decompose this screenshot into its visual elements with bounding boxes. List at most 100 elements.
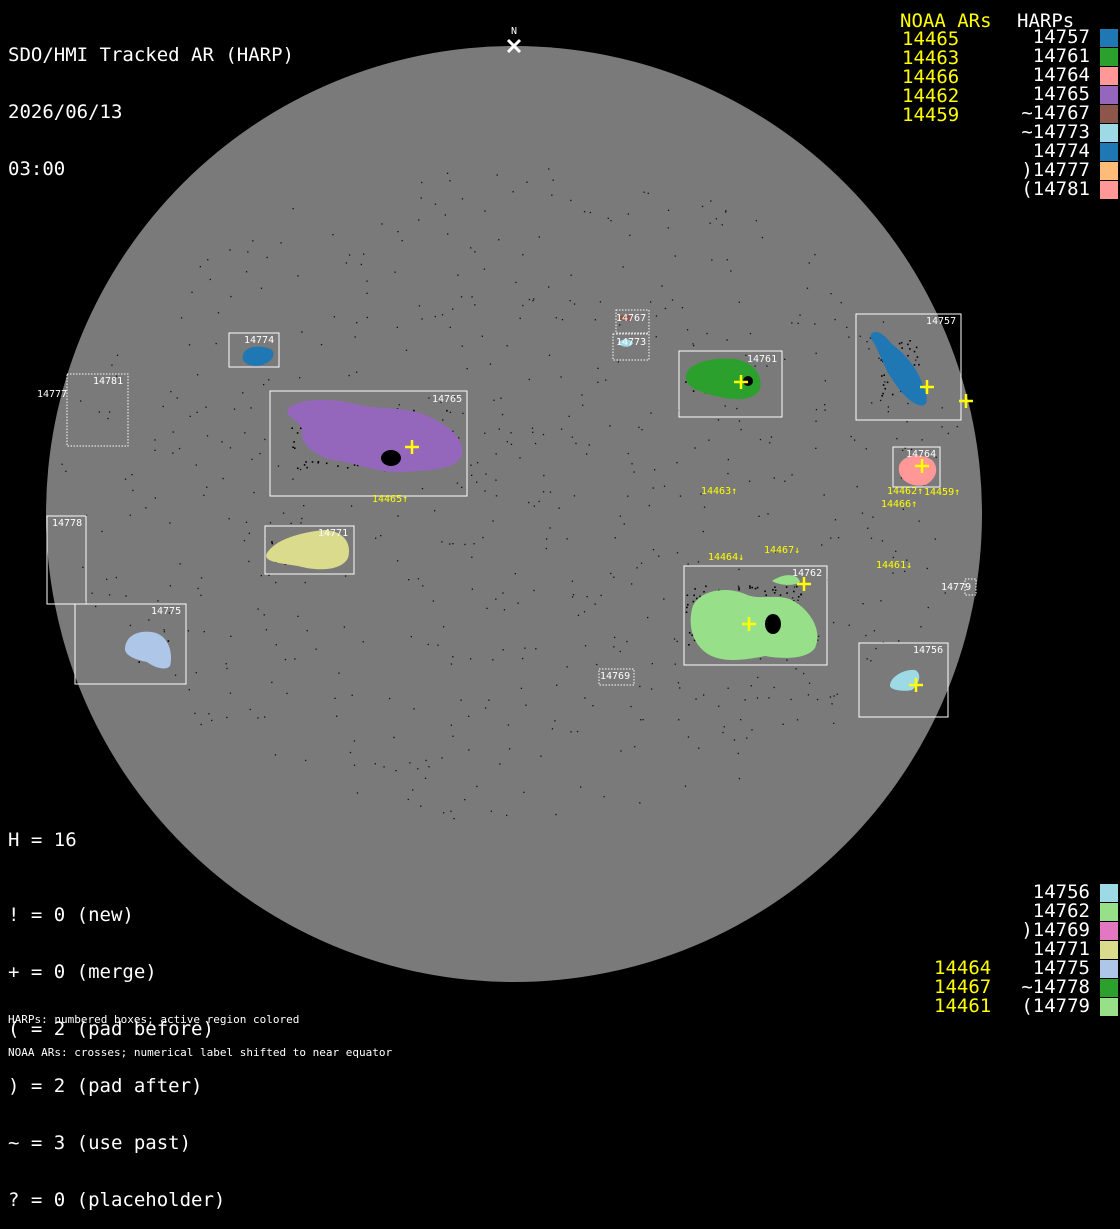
harp-box-14757: 14757 [855, 313, 962, 421]
solar-disk [46, 46, 982, 982]
harp-box-frame [683, 565, 828, 666]
harp-legend-label: 14774 [1032, 140, 1090, 162]
harp-box-label: 14765 [432, 394, 462, 405]
key-use-past: ~ = 3 (use past) [8, 1132, 192, 1154]
harp-box-label: 14764 [906, 449, 936, 460]
harp-legend-label: 14756 [1032, 881, 1090, 903]
harp-box-label: 14756 [913, 645, 943, 656]
harp-legend-label: 14764 [1032, 64, 1090, 86]
noaa-label-14463: 14463↑ [701, 486, 737, 497]
harp-box-14764: 14764 [892, 446, 941, 488]
harp-legend-row: 14774 [1010, 142, 1118, 161]
harp-legend-row: 14762 [1010, 902, 1118, 921]
harp-legend-label: ~14778 [1021, 976, 1090, 998]
harp-legend-label: 14765 [1032, 83, 1090, 105]
harp-box-frame [678, 350, 783, 418]
harp-legend-row: 14757 [1010, 28, 1118, 47]
noaa-item: 14463 [902, 47, 960, 69]
noaa-cross [734, 375, 748, 389]
harp-legend-label: 14771 [1032, 938, 1090, 960]
harp-color-swatch [1100, 28, 1118, 47]
date-line: 2026/06/13 [8, 101, 123, 123]
harp-color-swatch [1100, 921, 1118, 940]
north-marker: N [506, 26, 522, 54]
harp-color-swatch [1100, 142, 1118, 161]
harp-color-swatch [1100, 66, 1118, 85]
harp-color-swatch [1100, 47, 1118, 66]
noaa-label-14465: 14465↑ [372, 494, 408, 505]
harp-box-label: 14781 [93, 376, 123, 387]
harp-legend-row: ~14773 [1010, 123, 1118, 142]
harp-legend-row: 14775 [1010, 959, 1118, 978]
harp-legend-label: 14761 [1032, 45, 1090, 67]
harp-legend-row: (14779 [1010, 997, 1118, 1016]
harp-box-label: 14769 [600, 671, 630, 682]
noaa-label-14464: 14464↓ [708, 552, 744, 563]
harp-color-swatch [1100, 180, 1118, 199]
key-merge: + = 0 (merge) [8, 961, 157, 983]
harp-box-frame [74, 603, 187, 685]
harp-box-frame [892, 446, 941, 488]
sunspot [765, 614, 781, 634]
noaa-label-14466: 14466↑ [881, 499, 917, 510]
active-regions [124, 315, 937, 691]
noaa-item: 14466 [902, 66, 960, 88]
harp-box-14773: 14773 [612, 333, 650, 361]
harp-box-14779: 14779 [941, 578, 977, 596]
harp-box-label: 14771 [318, 528, 348, 539]
harp-box-frame [228, 332, 280, 368]
harp-color-swatch [1100, 883, 1118, 902]
harp-color-swatch [1100, 123, 1118, 142]
north-label: N [511, 26, 517, 37]
harp-box-frame [858, 642, 949, 718]
harp-color-swatch [1100, 959, 1118, 978]
harp-legend-label: (14781 [1021, 178, 1090, 200]
noaa-labels: 14465↑14463↑14462↑14459↑14466↑14464↓1446… [372, 486, 960, 571]
active-region-14767 [618, 315, 633, 321]
noaa-item: 14459 [902, 104, 960, 126]
noaa-item: 14464 [934, 957, 992, 979]
active-region-14774 [242, 346, 274, 366]
harp-box-14778: 14778 [46, 515, 87, 605]
noaa-cross [920, 380, 934, 394]
harp-legend-row: )14769 [1010, 921, 1118, 940]
active-region-14775 [124, 631, 172, 669]
harp-legend-row: 14771 [1010, 940, 1118, 959]
harp-color-swatch [1100, 902, 1118, 921]
title-line: SDO/HMI Tracked AR (HARP) [8, 44, 294, 66]
harp-box-frame [612, 333, 650, 361]
noaa-cross [915, 459, 929, 473]
noaa-cross [959, 394, 973, 408]
title-block: SDO/HMI Tracked AR (HARP) 2026/06/13 03:… [8, 8, 294, 198]
harp-box-14765: 14765 [269, 390, 468, 497]
harp-legend-row: )14777 [1010, 161, 1118, 180]
harp-box-label: 14773 [616, 337, 646, 348]
active-region-14762 [690, 575, 818, 660]
footer-notes: HARPs: numbered boxes; active region col… [8, 992, 392, 1069]
time-line: 03:00 [8, 158, 66, 180]
active-region-14764 [898, 455, 937, 486]
harp-legend-label: (14779 [1021, 995, 1090, 1017]
harp-box-label: 14778 [52, 518, 82, 529]
harp-box-frame [615, 309, 650, 334]
harp-box-14769: 14769 [598, 668, 635, 686]
harp-legend-label: ~14773 [1021, 121, 1090, 143]
noaa-list-top: 14465 14463 14466 14462 14459 [902, 30, 959, 125]
noaa-item: 14461 [934, 995, 992, 1017]
harp-box-label: 14767 [616, 313, 646, 324]
harp-box-14774: 14774 [228, 332, 280, 368]
noaa-header: NOAA ARs [900, 10, 992, 32]
harp-box-label: 14777 [37, 389, 67, 400]
noaa-label-14467: 14467↓ [764, 545, 800, 556]
footer-harps-note: HARPs: numbered boxes; active region col… [8, 1013, 300, 1026]
harp-legend-row: 14765 [1010, 85, 1118, 104]
noaa-label-14462: 14462↑ [887, 486, 923, 497]
footer-noaa-note: NOAA ARs: crosses; numerical label shift… [8, 1046, 393, 1059]
noaa-cross [797, 577, 811, 591]
key-pad-after: ) = 2 (pad after) [8, 1075, 203, 1097]
harp-legend-row: 14764 [1010, 66, 1118, 85]
